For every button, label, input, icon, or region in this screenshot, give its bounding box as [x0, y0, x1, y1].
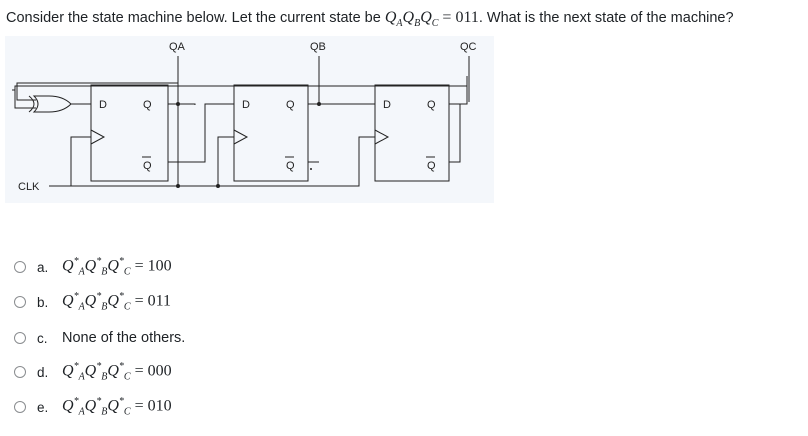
- option-d-expression: Q*AQ*BQ*C = 000: [62, 361, 172, 383]
- xor-back-curve: [28, 95, 35, 113]
- flipflop-a: [90, 84, 169, 182]
- label-clk: CLK: [18, 181, 40, 193]
- question-prefix: Consider the state machine below. Let th…: [6, 10, 385, 26]
- xor-gate: [32, 95, 72, 113]
- radio-button-a[interactable]: [14, 261, 26, 273]
- label-qa: QA: [169, 41, 186, 53]
- option-letter: b.: [37, 294, 49, 310]
- option-e-expression: Q*AQ*BQ*C = 010: [62, 396, 172, 418]
- option-e-value: 010: [147, 397, 172, 415]
- ffc-qbar-label: Q: [427, 160, 436, 172]
- ffa-q-label: Q: [143, 99, 152, 111]
- option-a-value: 100: [147, 257, 172, 275]
- circuit-svg: QA QB QC CLK D Q Q D Q Q D Q Q: [12, 41, 477, 193]
- clock-triangle-c: [374, 129, 390, 145]
- circuit-diagram: QA QB QC CLK D Q Q D Q Q D Q Q: [5, 36, 494, 203]
- radio-button-d[interactable]: [14, 366, 26, 378]
- flipflop-c: [374, 84, 450, 182]
- option-a-expression: Q*AQ*BQ*C = 100: [62, 256, 172, 278]
- radio-button-e[interactable]: [14, 401, 26, 413]
- option-letter: e.: [37, 399, 49, 415]
- clock-triangle-a: [90, 129, 106, 145]
- question-suffix: . What is the next state of the machine?: [478, 10, 734, 26]
- option-b-expression: Q*AQ*BQ*C = 011: [62, 291, 172, 313]
- junction-dot: [176, 102, 180, 106]
- ffa-qbar-label: Q: [143, 160, 152, 172]
- ffa-d-label: D: [99, 99, 107, 111]
- radio-button-c[interactable]: [14, 332, 26, 344]
- ffb-d-label: D: [242, 99, 250, 111]
- label-qb: QB: [310, 41, 326, 53]
- option-b-value: 011: [147, 292, 172, 310]
- junction-dot: [317, 102, 321, 106]
- radio-button-b[interactable]: [14, 296, 26, 308]
- option-letter: a.: [37, 259, 49, 275]
- option-letter: d.: [37, 364, 49, 380]
- flipflop-b: [233, 84, 309, 182]
- option-letter: c.: [37, 330, 48, 346]
- clock-triangle-b: [233, 129, 249, 145]
- option-d-value: 000: [147, 362, 172, 380]
- ffc-q-label: Q: [427, 99, 436, 111]
- ffb-qbar-label: Q: [286, 160, 295, 172]
- ffb-q-label: Q: [286, 99, 295, 111]
- question-text: Consider the state machine below. Let th…: [6, 9, 734, 29]
- label-qc: QC: [460, 41, 477, 53]
- ffc-d-label: D: [383, 99, 391, 111]
- state-expression: QAQBQC = 011: [384, 9, 479, 30]
- option-c-text: None of the others.: [62, 330, 186, 346]
- junction-dot: [176, 184, 180, 188]
- stray-dot: [310, 168, 312, 170]
- junction-dot: [216, 184, 220, 188]
